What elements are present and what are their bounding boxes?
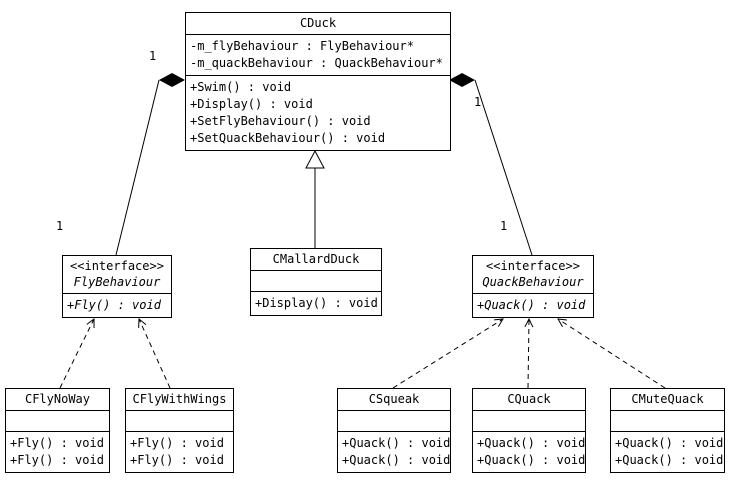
composition-diamond-icon-fly (159, 73, 185, 87)
stereotype-label: <<interface>> (486, 259, 580, 273)
method: +SetFlyBehaviour() : void (190, 114, 371, 128)
composition-line-quackbehaviour (474, 79, 533, 256)
interface-box-flybehaviour[interactable]: <<interface>> FlyBehaviour +Fly() : void (62, 255, 172, 318)
attributes-section-empty (6, 410, 109, 431)
method: +SetQuackBehaviour() : void (190, 131, 386, 145)
method: +Quack() : void (342, 453, 451, 467)
method: +Quack() : void (477, 436, 586, 450)
class-box-cmallardduck[interactable]: CMallardDuck +Display() : void (250, 248, 382, 316)
method: +Quack() : void (615, 436, 724, 450)
realization-line-cflynoway (59, 317, 95, 389)
class-name-csqueak: CSqueak (368, 392, 420, 406)
methods-section-cquack: +Quack() : void +Quack() : void (473, 431, 585, 472)
class-box-cduck[interactable]: CDuck -m_flyBehaviour : FlyBehaviour* -m… (185, 12, 451, 151)
generalization-triangle-icon (305, 149, 325, 169)
method: +Display() : void (255, 296, 378, 310)
interface-name-flybehaviour: FlyBehaviour (73, 275, 161, 289)
class-name-cflywithwings: CFlyWithWings (132, 392, 227, 406)
methods-section-cflywithwings: +Fly() : void +Fly() : void (126, 431, 233, 472)
methods-section-cmutequack: +Quack() : void +Quack() : void (611, 431, 724, 472)
class-name-cmutequack: CMuteQuack (631, 392, 704, 406)
method: +Fly() : void (67, 298, 161, 312)
method: +Quack() : void (615, 453, 724, 467)
interface-header-flybehaviour: <<interface>> FlyBehaviour (63, 256, 171, 293)
method: +Display() : void (190, 97, 313, 111)
attributes-section-empty (338, 410, 450, 431)
interface-header-quackbehaviour: <<interface>> QuackBehaviour (473, 256, 593, 293)
methods-section-flybehaviour: +Fly() : void (63, 293, 171, 317)
class-box-cmutequack[interactable]: CMuteQuack +Quack() : void +Quack() : vo… (610, 388, 725, 473)
method: +Fly() : void (10, 453, 104, 467)
method: +Quack() : void (477, 453, 586, 467)
multiplicity-fly-source: 1 (149, 49, 157, 63)
methods-section-cflynoway: +Fly() : void +Fly() : void (6, 431, 109, 472)
class-name-cquack: CQuack (507, 392, 551, 406)
methods-section-cduck: +Swim() : void +Display() : void +SetFly… (186, 75, 450, 150)
attributes-section-empty (251, 270, 381, 291)
class-name-cflynoway: CFlyNoWay (24, 392, 91, 406)
multiplicity-quack-source: 1 (474, 95, 482, 109)
method: +Fly() : void (10, 436, 104, 450)
attributes-section-empty (473, 410, 585, 431)
realization-line-cflywithwings (138, 317, 171, 389)
realization-line-cquack (524, 317, 534, 389)
class-name-cmallardduck: CMallardDuck (272, 252, 360, 266)
composition-diamond-icon-quack (449, 73, 475, 87)
multiplicity-quack-target: 1 (500, 219, 508, 233)
class-box-cflynoway[interactable]: CFlyNoWay +Fly() : void +Fly() : void (5, 388, 110, 473)
attributes-section-empty (126, 410, 233, 431)
composition-line-flybehaviour (115, 79, 160, 256)
multiplicity-fly-target: 1 (56, 219, 64, 233)
stereotype-label: <<interface>> (70, 259, 164, 273)
method: +Fly() : void (130, 436, 224, 450)
methods-section-csqueak: +Quack() : void +Quack() : void (338, 431, 450, 472)
class-box-cquack[interactable]: CQuack +Quack() : void +Quack() : void (472, 388, 586, 473)
class-box-cflywithwings[interactable]: CFlyWithWings +Fly() : void +Fly() : voi… (125, 388, 234, 473)
methods-section-cmallardduck: +Display() : void (251, 291, 381, 315)
method: +Swim() : void (190, 80, 292, 94)
realization-line-csqueak (392, 318, 504, 389)
interface-box-quackbehaviour[interactable]: <<interface>> QuackBehaviour +Quack() : … (472, 255, 594, 318)
method: +Quack() : void (477, 298, 586, 312)
attributes-section-cduck: -m_flyBehaviour : FlyBehaviour* -m_quack… (186, 34, 450, 75)
attributes-section-empty (611, 410, 724, 431)
method: +Quack() : void (342, 436, 451, 450)
method: +Fly() : void (130, 453, 224, 467)
class-box-csqueak[interactable]: CSqueak +Quack() : void +Quack() : void (337, 388, 451, 473)
class-name-cduck: CDuck (299, 16, 337, 30)
interface-name-quackbehaviour: QuackBehaviour (482, 275, 584, 289)
attribute: -m_flyBehaviour : FlyBehaviour* (190, 39, 414, 53)
attribute: -m_quackBehaviour : QuackBehaviour* (190, 56, 443, 70)
realization-line-cmutequack (557, 318, 666, 389)
methods-section-quackbehaviour: +Quack() : void (473, 293, 593, 317)
